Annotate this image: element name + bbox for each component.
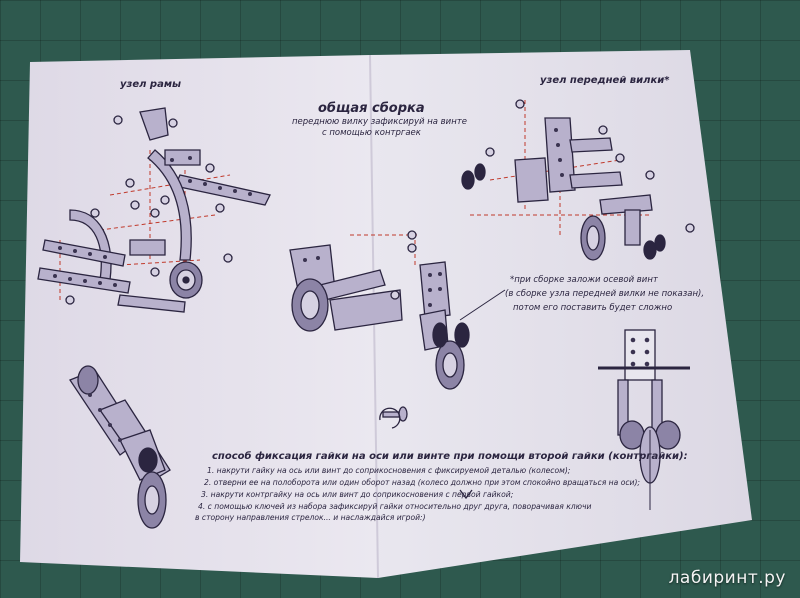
note-line-2: (в сборке узла передней вилки не показан… (505, 289, 705, 299)
front-wheel (435, 340, 465, 390)
frame-assembly-diagram (37, 107, 271, 313)
rotation-arrow-icon (459, 489, 473, 500)
step-1: 1. накрути гайку на ось или винт до сопр… (207, 466, 571, 475)
fork-wheel (580, 215, 606, 261)
frame-assembly-heading: узел рамы (120, 79, 182, 90)
step-3: 3. накрути контргайку на ось или винт до… (201, 490, 514, 499)
note-line-1: *при сборке заложи осевой винт (510, 275, 658, 285)
note-line-3: потом его поставить будет сложно (513, 303, 673, 313)
watermark: лабиринт.ру (668, 568, 786, 588)
general-assembly-diagram (289, 230, 506, 390)
step-4-continued: в сторону направления стрелок... и насла… (195, 513, 426, 522)
frame-wheel (169, 261, 203, 299)
general-assembly-title: общая сборка (318, 101, 425, 116)
completed-fork-right (598, 329, 690, 510)
locknut-icon (379, 406, 408, 429)
rear-wheel (291, 278, 329, 332)
locknut-method-title: способ фиксация гайки на оси или винте п… (212, 451, 688, 462)
step-4: 4. с помощью ключей из набора зафиксируй… (198, 502, 592, 511)
subtitle-line-1: переднюю вилку зафиксируй на винте (292, 117, 467, 127)
front-fork-heading: узел передней вилки* (540, 75, 670, 86)
front-fork-diagram (461, 99, 695, 261)
completed-model-left (69, 365, 171, 529)
subtitle-line-2: с помощью контргаек (322, 128, 421, 138)
paper-left-page (20, 55, 378, 578)
step-2: 2. отверни ее на полоборота или один обо… (204, 478, 640, 487)
